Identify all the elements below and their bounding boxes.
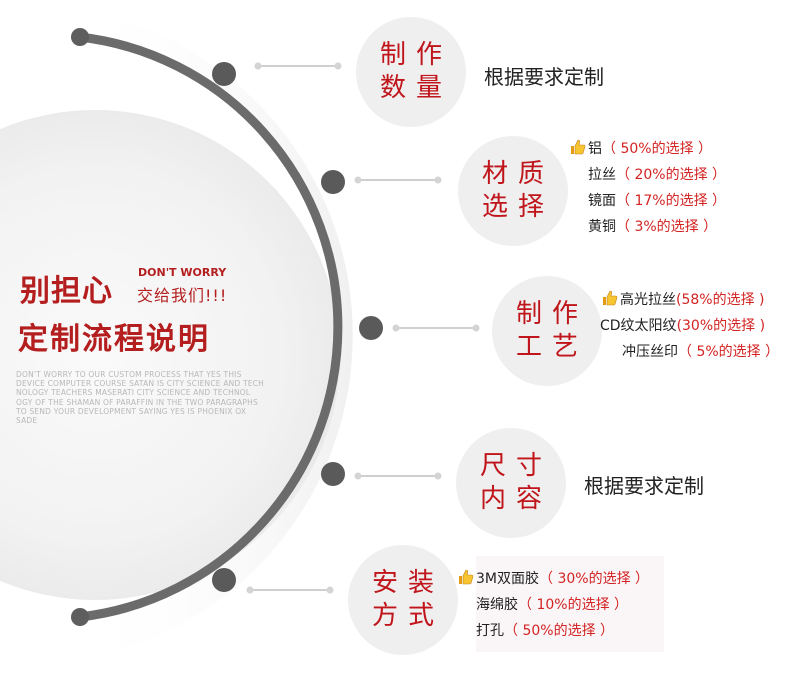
arc-marker-4 — [321, 462, 345, 486]
step-detail-size: 根据要求定制 — [584, 474, 704, 498]
list-item: 铝（ 50%的选择 ） — [570, 136, 726, 162]
step-circle-size: 尺寸内容 — [456, 428, 566, 538]
list-item: 海绵胶（ 10%的选择 ） — [476, 597, 629, 613]
mount-options-panel — [476, 556, 664, 652]
headline-process-title: 定制流程说明 — [18, 322, 210, 357]
headline-dont-worry-cn: 别担心 — [20, 274, 113, 309]
thumbs-up-icon — [602, 289, 618, 306]
step-label-craft: 制作工艺 — [515, 299, 588, 362]
craft-options-list: 高光拉丝(58%的选择 ) CD纹太阳纹(30%的选择 ) 冲压丝印（ 5%的选… — [600, 287, 779, 365]
connector-lines — [250, 65, 476, 591]
list-item: 镜面（ 17%的选择 ） — [588, 193, 727, 209]
list-item: CD纹太阳纹(30%的选择 ) — [600, 318, 766, 334]
step-label-quantity: 制作数量 — [379, 40, 452, 103]
arc-end-bottom — [71, 608, 89, 626]
connector-end-dots — [246, 62, 480, 594]
arc-step-markers — [212, 62, 383, 592]
list-item: 打孔（ 50%的选择 ） — [476, 623, 615, 639]
mounting-options-list: 3M双面胶（ 30%的选择 ） 海绵胶（ 10%的选择 ） 打孔（ 50%的选择… — [458, 566, 649, 644]
thumbs-up-icon — [458, 568, 474, 585]
list-item: 高光拉丝(58%的选择 ) — [602, 287, 779, 313]
headline-leave-it-to-us: 交给我们!!! — [137, 286, 228, 305]
step-label-size: 尺寸内容 — [479, 451, 552, 514]
background-disc — [0, 110, 340, 600]
arc-end-top — [71, 28, 89, 46]
step-detail-quantity: 根据要求定制 — [484, 65, 604, 89]
material-options-list: 铝（ 50%的选择 ） 拉丝（ 20%的选择 ） 镜面（ 17%的选择 ） 黄铜… — [570, 136, 726, 240]
main-arc — [75, 32, 343, 622]
arc-marker-3 — [359, 316, 383, 340]
step-label-mounting: 安装方式 — [371, 568, 444, 631]
step-circle-mounting: 安装方式 — [348, 545, 458, 655]
step-label-material: 材质选择 — [481, 159, 554, 222]
step-circle-quantity: 制作数量 — [356, 17, 466, 127]
arc-marker-1 — [212, 62, 236, 86]
step-circle-craft: 制作工艺 — [492, 276, 602, 386]
decorative-filler-text: DON'T WORRY TO OUR CUSTOM PROCESS THAT Y… — [16, 370, 265, 426]
arc-marker-5 — [212, 568, 236, 592]
arc-marker-2 — [321, 170, 345, 194]
step-circle-material: 材质选择 — [458, 136, 568, 246]
list-item: 拉丝（ 20%的选择 ） — [588, 167, 727, 183]
list-item: 冲压丝印（ 5%的选择 ） — [622, 344, 780, 360]
list-item: 3M双面胶（ 30%的选择 ） — [458, 566, 649, 592]
headline-dont-worry-en: DON'T WORRY — [138, 266, 227, 279]
list-item: 黄铜（ 3%的选择 ） — [588, 219, 718, 235]
thumbs-up-icon — [570, 138, 586, 155]
